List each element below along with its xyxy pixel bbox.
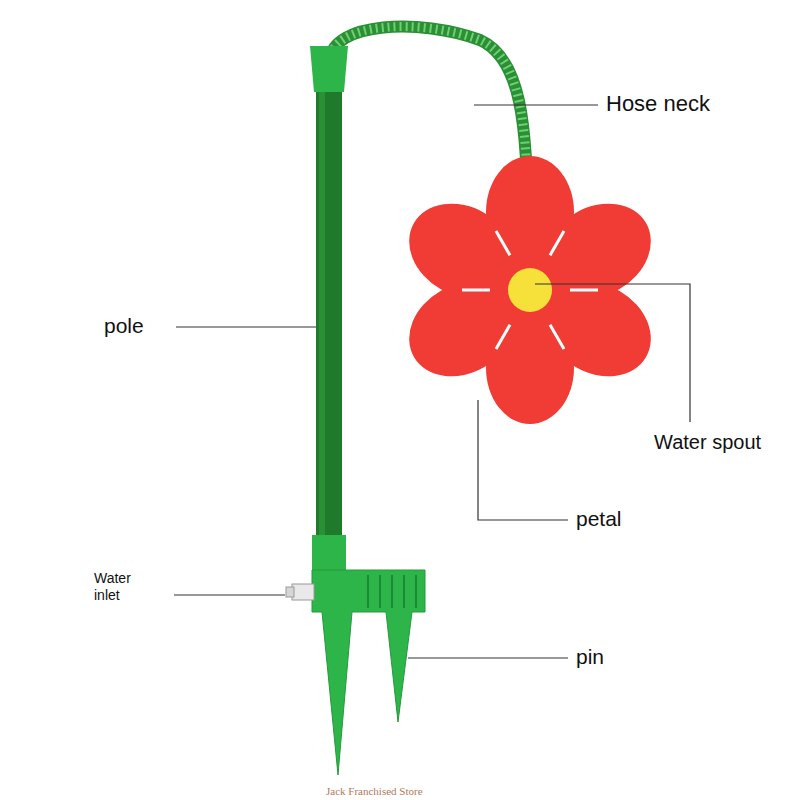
- top-collar: [310, 46, 348, 92]
- bottom-collar: [312, 535, 346, 575]
- part-label: petal: [576, 506, 622, 531]
- water-spout: [508, 268, 552, 312]
- water-inlet: [292, 584, 314, 600]
- base-ridges: [368, 575, 416, 608]
- petal-slits: [462, 231, 598, 349]
- part-label: Water spout: [654, 430, 761, 454]
- ground-pin: [312, 570, 425, 775]
- watermark: Jack Franchised Store: [326, 785, 423, 798]
- part-label: pole: [104, 313, 144, 338]
- part-label: Water inlet: [94, 570, 156, 604]
- flower-petals: [392, 156, 668, 424]
- leader-lines: [174, 105, 690, 658]
- pole: [316, 62, 342, 542]
- inlet-nozzle: [286, 587, 294, 597]
- part-label: Hose neck: [606, 91, 710, 117]
- pole-shine: [319, 62, 325, 542]
- part-label: pin: [576, 644, 604, 669]
